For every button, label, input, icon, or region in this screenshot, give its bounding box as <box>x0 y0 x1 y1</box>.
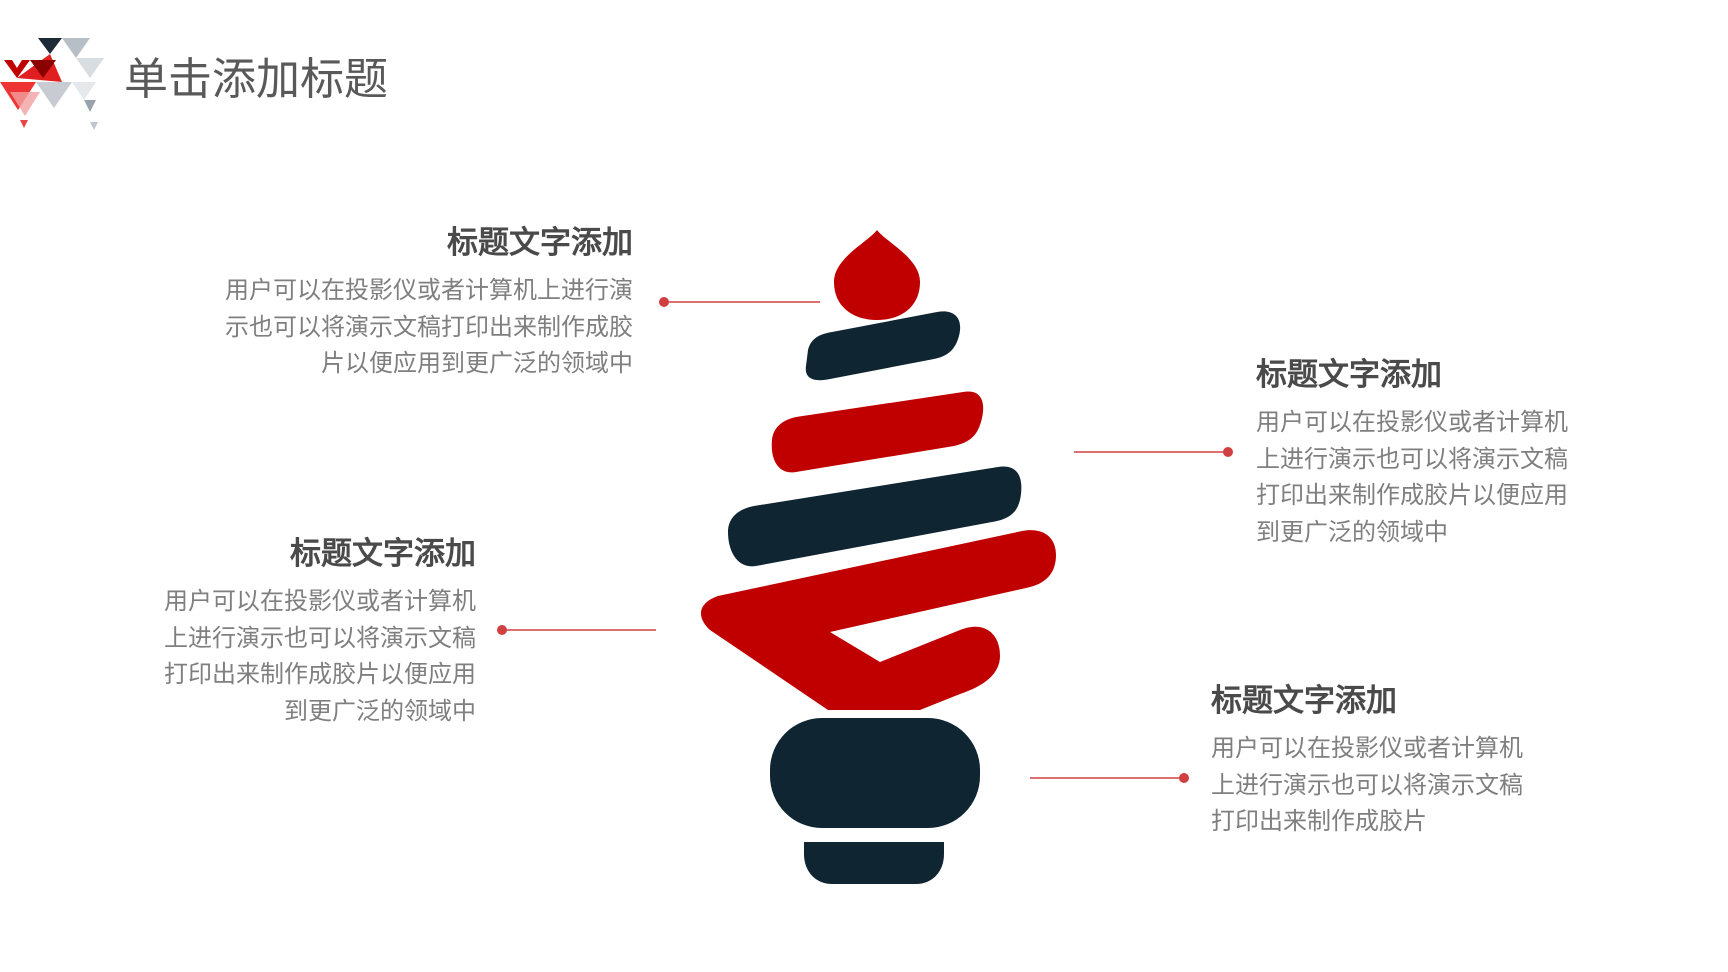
text-block-3[interactable]: 标题文字添加 用户可以在投影仪或者计算机 上进行演示也可以将演示文稿 打印出来制… <box>164 533 476 729</box>
block-heading[interactable]: 标题文字添加 <box>290 536 476 572</box>
connector-dot-2 <box>1223 447 1233 457</box>
connector-dot-4 <box>1179 773 1189 783</box>
block-body[interactable]: 用户可以在投影仪或者计算机 上进行演示也可以将演示文稿 打印出来制作成胶片 <box>1211 730 1523 840</box>
text-block-4[interactable]: 标题文字添加 用户可以在投影仪或者计算机 上进行演示也可以将演示文稿 打印出来制… <box>1211 680 1523 840</box>
body-line: 用户可以在投影仪或者计算机 <box>1211 734 1523 762</box>
block-heading[interactable]: 标题文字添加 <box>1256 357 1442 393</box>
body-line: 打印出来制作成胶片 <box>1211 807 1427 835</box>
body-line: 打印出来制作成胶片以便应用 <box>1256 481 1568 509</box>
text-block-1[interactable]: 标题文字添加 用户可以在投影仪或者计算机上进行演 示也可以将演示文稿打印出来制作… <box>225 222 633 382</box>
body-line: 用户可以在投影仪或者计算机 <box>1256 408 1568 436</box>
body-line: 片以便应用到更广泛的领域中 <box>321 349 633 377</box>
body-line: 到更广泛的领域中 <box>284 696 476 725</box>
body-line: 用户可以在投影仪或者计算机 <box>164 587 476 615</box>
block-body[interactable]: 用户可以在投影仪或者计算机 上进行演示也可以将演示文稿 打印出来制作成胶片以便应… <box>1256 404 1568 550</box>
body-line: 到更广泛的领域中 <box>1256 517 1448 546</box>
body-line: 用户可以在投影仪或者计算机上进行演 <box>225 276 633 304</box>
body-line: 打印出来制作成胶片以便应用 <box>164 660 476 688</box>
page-title[interactable]: 单击添加标题 <box>124 54 388 105</box>
lightbulb-spiral-icon <box>700 230 1056 884</box>
block-heading[interactable]: 标题文字添加 <box>1211 683 1397 719</box>
block-body[interactable]: 用户可以在投影仪或者计算机上进行演 示也可以将演示文稿打印出来制作成胶 片以便应… <box>225 272 633 382</box>
block-body[interactable]: 用户可以在投影仪或者计算机 上进行演示也可以将演示文稿 打印出来制作成胶片以便应… <box>164 583 476 729</box>
text-block-2[interactable]: 标题文字添加 用户可以在投影仪或者计算机 上进行演示也可以将演示文稿 打印出来制… <box>1256 354 1568 550</box>
connector-dot-1 <box>659 297 669 307</box>
body-line: 上进行演示也可以将演示文稿 <box>1256 444 1568 473</box>
body-line: 上进行演示也可以将演示文稿 <box>1211 770 1523 799</box>
block-heading[interactable]: 标题文字添加 <box>447 225 633 261</box>
body-line: 上进行演示也可以将演示文稿 <box>164 623 476 652</box>
body-line: 示也可以将演示文稿打印出来制作成胶 <box>225 312 633 341</box>
connector-dot-3 <box>497 625 507 635</box>
logo-triangles-icon <box>0 38 104 130</box>
